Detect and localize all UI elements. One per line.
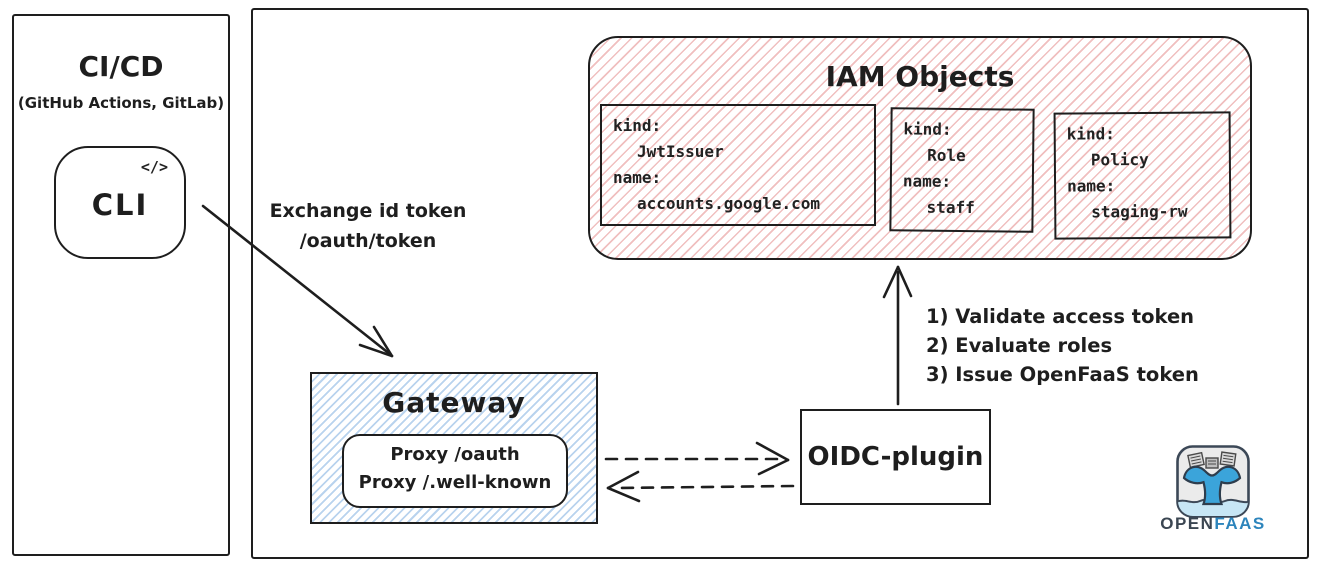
cicd-subtitle: (GitHub Actions, GitLab) bbox=[17, 94, 225, 112]
cicd-panel: CI/CD (GitHub Actions, GitLab) </> CLI bbox=[12, 14, 230, 556]
iam-name-label: name: bbox=[902, 171, 952, 191]
openfaas-wordmark: OPENFAAS bbox=[1156, 514, 1270, 534]
step-3: 3) Issue OpenFaaS token bbox=[926, 363, 1199, 386]
iam-objects-title: IAM Objects bbox=[825, 60, 1015, 93]
gateway-proxy-box: Proxy /oauth Proxy /.well-known bbox=[342, 434, 568, 508]
openfaas-logo-icon bbox=[1176, 445, 1250, 518]
iam-kind-value: Policy bbox=[1090, 149, 1149, 170]
iam-name-value: staff bbox=[926, 197, 975, 218]
gateway-title: Gateway bbox=[382, 386, 526, 419]
container-icons bbox=[1187, 451, 1237, 469]
iam-card-role: kind: Role name: staff bbox=[889, 107, 1035, 233]
oidc-plugin-box: OIDC-plugin bbox=[800, 409, 991, 505]
iam-name-value: accounts.google.com bbox=[637, 194, 821, 213]
cicd-title: CI/CD bbox=[78, 50, 164, 83]
code-icon: </> bbox=[140, 158, 168, 176]
exchange-token-line2: /oauth/token bbox=[299, 230, 437, 252]
gateway-box: Gateway Proxy /oauth Proxy /.well-known bbox=[310, 372, 598, 524]
step-1: 1) Validate access token bbox=[926, 305, 1195, 328]
iam-name-label: name: bbox=[613, 168, 662, 187]
iam-objects-box: IAM Objects bbox=[588, 36, 1252, 260]
iam-card-policy: kind: Policy name: staging-rw bbox=[1053, 111, 1232, 240]
iam-kind-label: kind: bbox=[1066, 124, 1115, 144]
iam-kind-label: kind: bbox=[613, 116, 662, 135]
oidc-steps: 1) Validate access token 2) Evaluate rol… bbox=[926, 302, 1199, 389]
proxy-line2: Proxy /.well-known bbox=[358, 472, 552, 493]
whale-tail-shape bbox=[1182, 465, 1242, 506]
iam-card-jwtissuer: kind: JwtIssuer name: accounts.google.co… bbox=[600, 104, 876, 226]
oidc-plugin-label: OIDC-plugin bbox=[807, 442, 984, 472]
iam-name-label: name: bbox=[1067, 176, 1116, 196]
iam-kind-label: kind: bbox=[903, 119, 952, 139]
iam-kind-value: JwtIssuer bbox=[637, 142, 724, 161]
exchange-token-label: Exchange id token /oauth/token bbox=[262, 196, 474, 256]
iam-name-value: staging-rw bbox=[1091, 201, 1188, 222]
brand-faas: FAAS bbox=[1214, 514, 1266, 533]
iam-kind-value: Role bbox=[927, 145, 966, 166]
proxy-line1: Proxy /oauth bbox=[390, 444, 520, 465]
cli-box: </> CLI bbox=[54, 146, 186, 259]
cli-label: CLI bbox=[91, 188, 149, 222]
exchange-token-line1: Exchange id token bbox=[269, 200, 467, 222]
step-2: 2) Evaluate roles bbox=[926, 334, 1113, 357]
brand-open: OPEN bbox=[1160, 514, 1215, 533]
